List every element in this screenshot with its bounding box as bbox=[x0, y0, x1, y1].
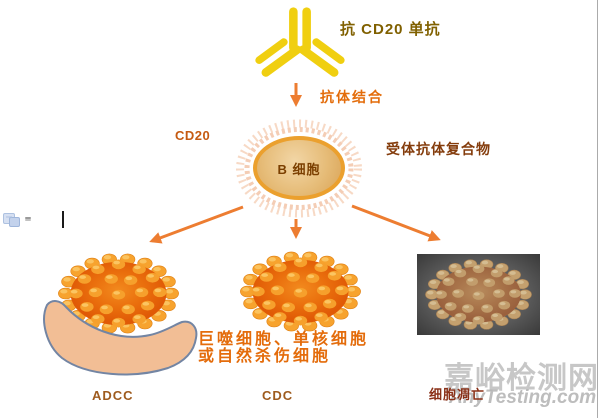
b-cell: B 细胞 bbox=[253, 136, 345, 200]
effector-cells-line1: 巨噬细胞、单核细胞 bbox=[198, 331, 370, 348]
effector-cells-label: 巨噬细胞、单核细胞 或自然杀伤细胞 bbox=[198, 331, 369, 365]
apoptosis-label: 细胞凋亡 bbox=[429, 387, 486, 402]
apoptosis-image-box bbox=[417, 254, 540, 335]
antibody-icon bbox=[255, 7, 345, 77]
watermark-site-name: 嘉峪检测网 bbox=[444, 362, 599, 395]
cd20-label: CD20 bbox=[175, 128, 211, 143]
antibody-label: 抗 CD20 单抗 bbox=[340, 21, 441, 38]
paste-options-icon[interactable] bbox=[3, 211, 20, 227]
b-cell-label: B 细胞 bbox=[277, 161, 321, 177]
binding-label: 抗体结合 bbox=[320, 89, 384, 105]
effector-cell-shape bbox=[43, 300, 198, 376]
cdc-label: CDC bbox=[262, 388, 294, 403]
text-cursor bbox=[62, 211, 64, 228]
receptor-complex-label: 受体抗体复合物 bbox=[386, 141, 491, 157]
arrow-to-apoptosis bbox=[351, 204, 441, 242]
effector-cells-line2: 或自然杀伤细胞 bbox=[198, 348, 332, 365]
adcc-label: ADCC bbox=[92, 388, 134, 403]
small-dash-artifact bbox=[25, 217, 31, 219]
target-cell-cdc bbox=[240, 251, 361, 332]
page-edge-line bbox=[597, 0, 598, 418]
arrow-to-adcc bbox=[149, 205, 244, 244]
receptor-halo bbox=[236, 119, 362, 218]
target-cell-apoptosis bbox=[425, 259, 532, 330]
target-cell-adcc bbox=[58, 253, 179, 334]
watermark-site-domain: AnyTesting.com bbox=[449, 387, 597, 408]
